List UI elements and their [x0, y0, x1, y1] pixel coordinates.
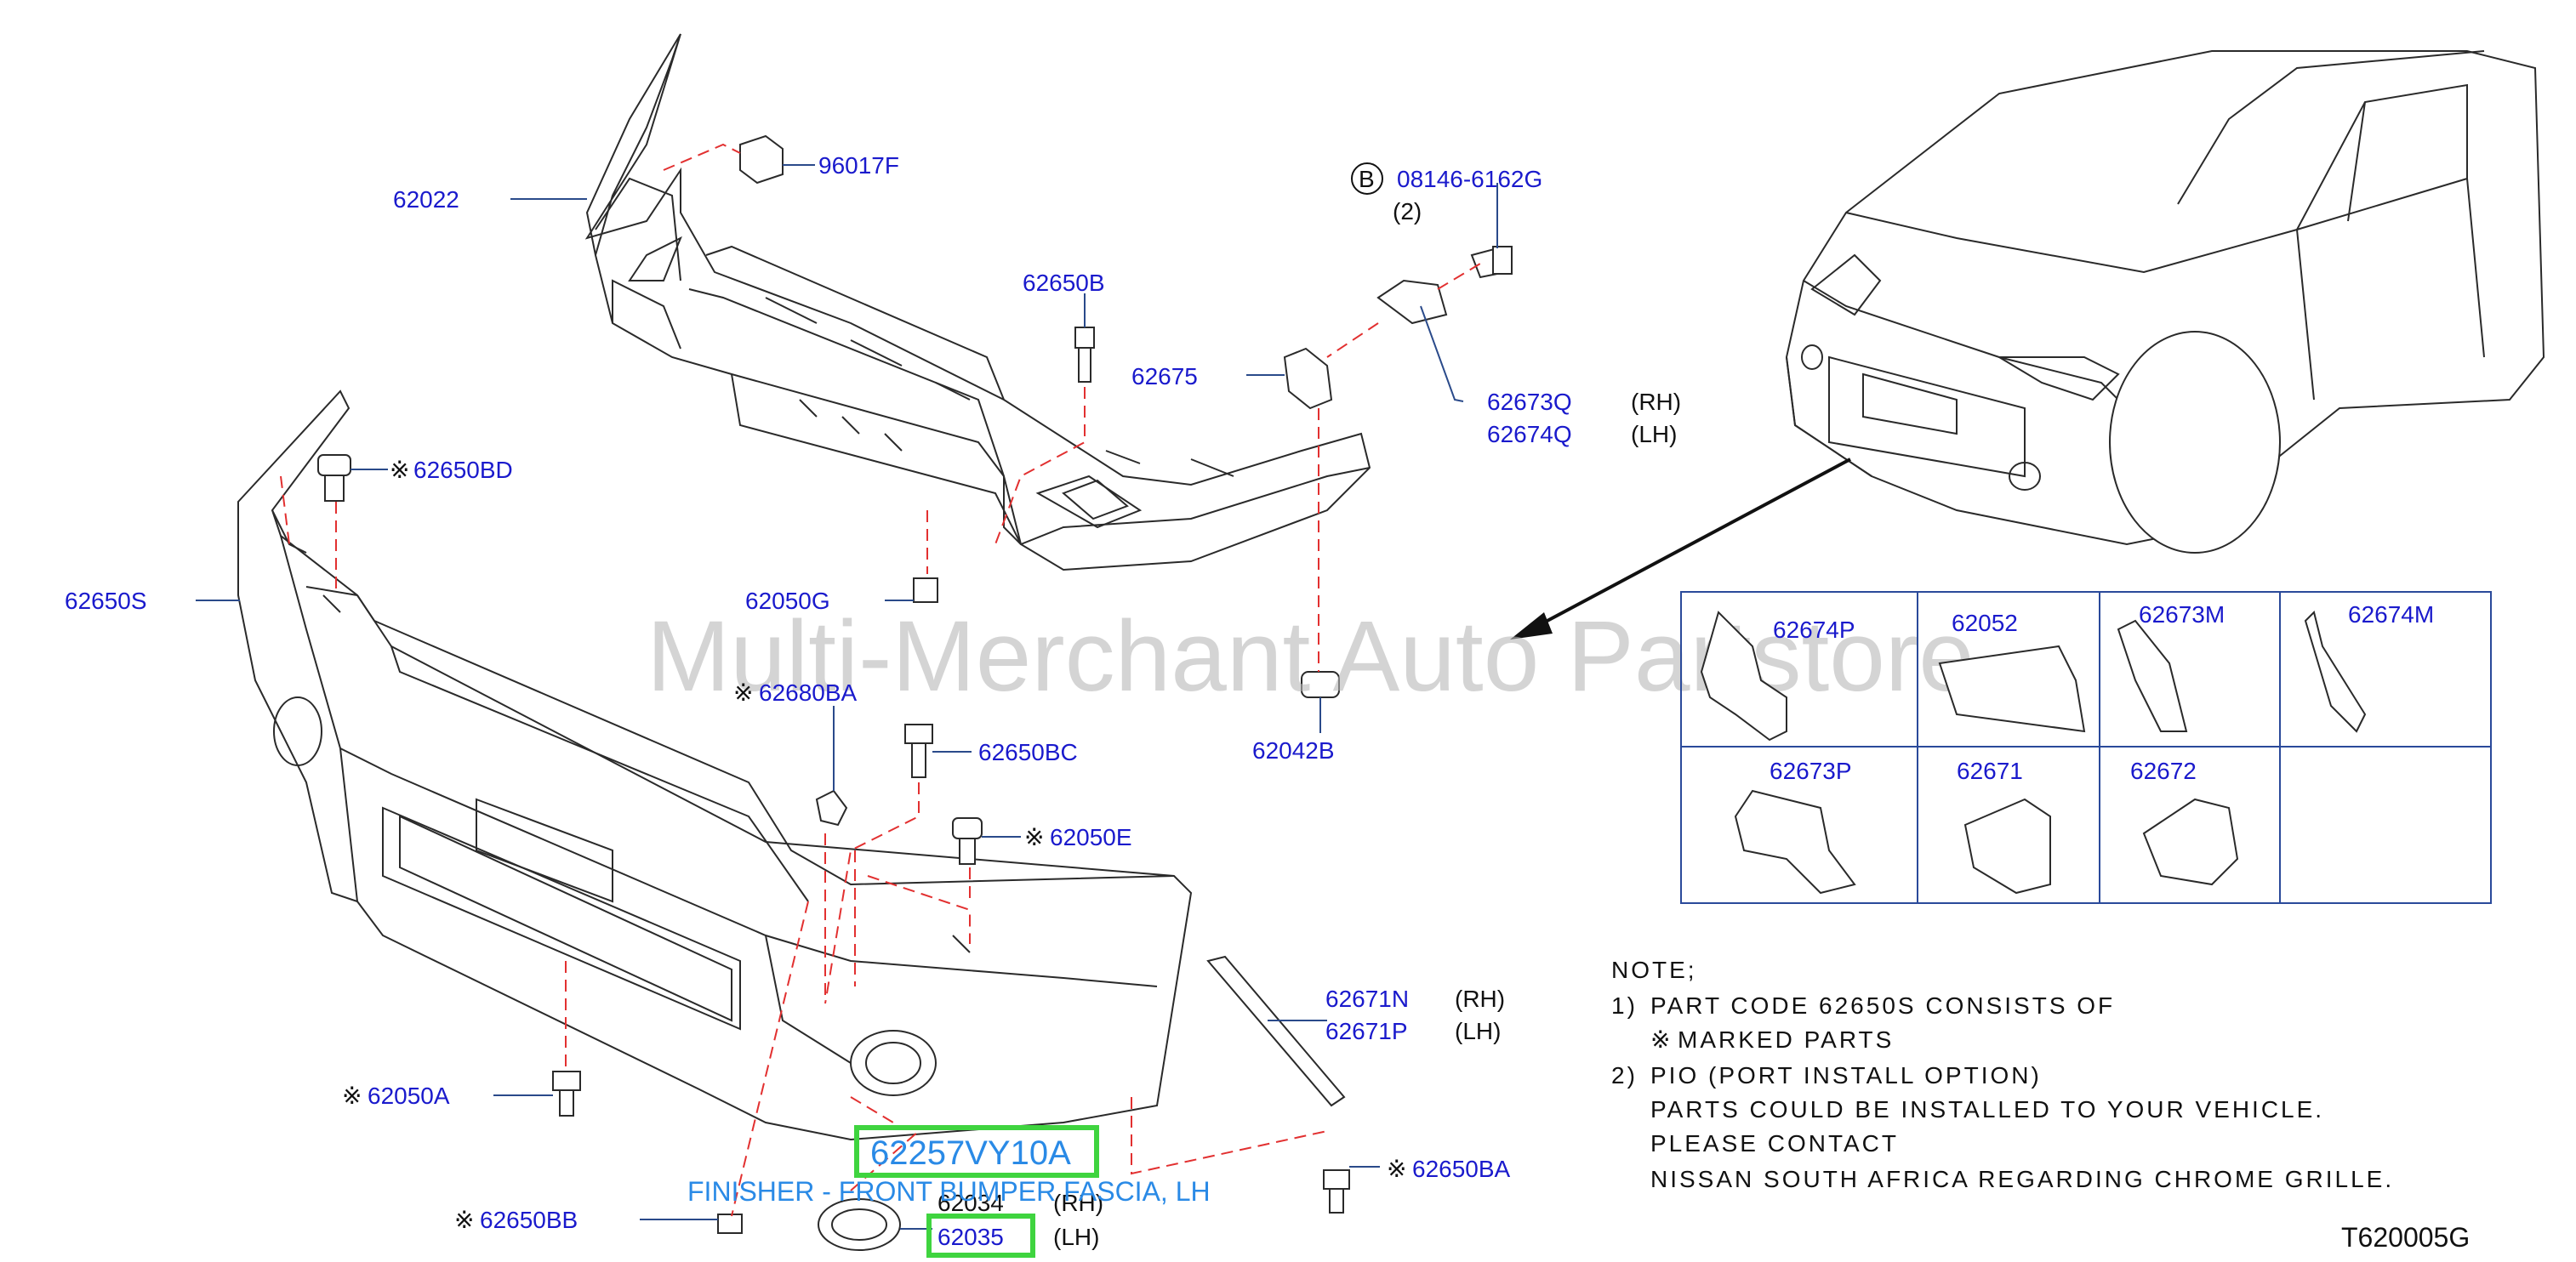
label-62650BB[interactable]: 62650BB	[480, 1207, 578, 1233]
bolt-marker-circle	[1351, 162, 1383, 195]
inset-grid: 62674P 62052 62673M 62674M 62673P 62671 …	[1680, 591, 2492, 904]
label-96017F[interactable]: 96017F	[818, 152, 899, 179]
hardware-shapes	[317, 134, 1513, 1251]
label-62650S[interactable]: 62650S	[65, 588, 147, 614]
label-62042B[interactable]: 62042B	[1252, 737, 1335, 764]
note-1-mark: ※	[1650, 1026, 1673, 1053]
label-62035[interactable]: 62035	[938, 1224, 1004, 1250]
notes-block: NOTE; 1) PART CODE 62650S CONSISTS OF ※ …	[1611, 957, 2394, 1192]
inset-label-62673M[interactable]: 62673M	[2139, 601, 2225, 628]
label-qty-2: (2)	[1393, 198, 1422, 225]
note-2-line-3: PLEASE CONTACT	[1650, 1130, 1899, 1157]
highlight-overlay: 62257VY10A FINISHER - FRONT BUMPER FASCI…	[687, 1125, 1211, 1258]
part-labels: 96017F 62022 B 08146-6162G (2) 62650B 62…	[65, 152, 1681, 1250]
highlight-box-part-number	[854, 1125, 1099, 1178]
note-1-line-2: MARKED PARTS	[1678, 1026, 1894, 1053]
highlight-part-number[interactable]: 62257VY10A	[870, 1134, 1071, 1172]
label-62650BD[interactable]: 62650BD	[413, 457, 513, 483]
view-arrow	[1510, 458, 1851, 640]
bumper-reinforcement-drawing	[584, 33, 1371, 571]
inset-label-62052[interactable]: 62052	[1952, 610, 2018, 636]
label-62650BC[interactable]: 62650BC	[978, 739, 1078, 765]
inset-label-62672[interactable]: 62672	[2130, 758, 2197, 784]
label-62674Q[interactable]: 62674Q	[1487, 421, 1572, 447]
label-62671N[interactable]: 62671N	[1325, 986, 1409, 1012]
leader-lines	[196, 164, 1498, 1230]
label-62650BA[interactable]: 62650BA	[1412, 1156, 1511, 1182]
inset-label-62673P[interactable]: 62673P	[1770, 758, 1852, 784]
note-2-line-1: PIO (PORT INSTALL OPTION)	[1650, 1062, 2042, 1089]
note-2-line-4: NISSAN SOUTH AFRICA REGARDING CHROME GRI…	[1650, 1166, 2394, 1192]
label-62034[interactable]: 62034	[938, 1190, 1004, 1216]
inset-label-62674M[interactable]: 62674M	[2348, 601, 2434, 628]
mark-62050A: ※	[342, 1083, 362, 1109]
highlight-description: FINISHER - FRONT BUMPER FASCIA, LH	[687, 1176, 1211, 1207]
mark-62650BD: ※	[390, 457, 409, 483]
vehicle-illustration	[1785, 50, 2545, 554]
inset-label-62671[interactable]: 62671	[1957, 758, 2023, 784]
note-2-number: 2)	[1611, 1062, 1638, 1089]
bolt-marker-letter: B	[1359, 166, 1375, 192]
highlight-box-62035	[926, 1214, 1035, 1258]
label-62673Q[interactable]: 62673Q	[1487, 389, 1572, 415]
label-62650B[interactable]: 62650B	[1023, 270, 1105, 296]
label-62671N-side: (RH)	[1455, 986, 1505, 1012]
bumper-fascia-drawing	[237, 389, 1193, 1141]
note-2-line-2: PARTS COULD BE INSTALLED TO YOUR VEHICLE…	[1650, 1096, 2324, 1123]
mark-62680BA: ※	[733, 679, 753, 706]
mark-62650BA: ※	[1387, 1156, 1406, 1182]
note-title: NOTE;	[1611, 957, 1697, 983]
label-08146-6162G[interactable]: 08146-6162G	[1397, 166, 1542, 192]
label-62675[interactable]: 62675	[1131, 363, 1198, 389]
note-1-number: 1)	[1611, 992, 1638, 1019]
label-62671P[interactable]: 62671P	[1325, 1018, 1408, 1044]
note-1-line-1: PART CODE 62650S CONSISTS OF	[1650, 992, 2115, 1019]
inset-label-62674P[interactable]: 62674P	[1773, 617, 1855, 643]
label-62674Q-side: (LH)	[1631, 421, 1677, 447]
label-62034-side: (RH)	[1053, 1190, 1103, 1216]
mark-62050E: ※	[1024, 824, 1044, 850]
mark-62650BB: ※	[454, 1207, 474, 1233]
label-62050A[interactable]: 62050A	[368, 1083, 450, 1109]
label-62050E[interactable]: 62050E	[1050, 824, 1132, 850]
diagram-code: T620005G	[2341, 1222, 2470, 1253]
label-62022[interactable]: 62022	[393, 186, 459, 213]
label-62680BA[interactable]: 62680BA	[759, 679, 858, 706]
label-62050G[interactable]: 62050G	[745, 588, 830, 614]
label-62673Q-side: (RH)	[1631, 389, 1681, 415]
label-62035-side: (LH)	[1053, 1224, 1099, 1250]
label-62671P-side: (LH)	[1455, 1018, 1501, 1044]
hidden-lines	[280, 143, 1481, 1217]
